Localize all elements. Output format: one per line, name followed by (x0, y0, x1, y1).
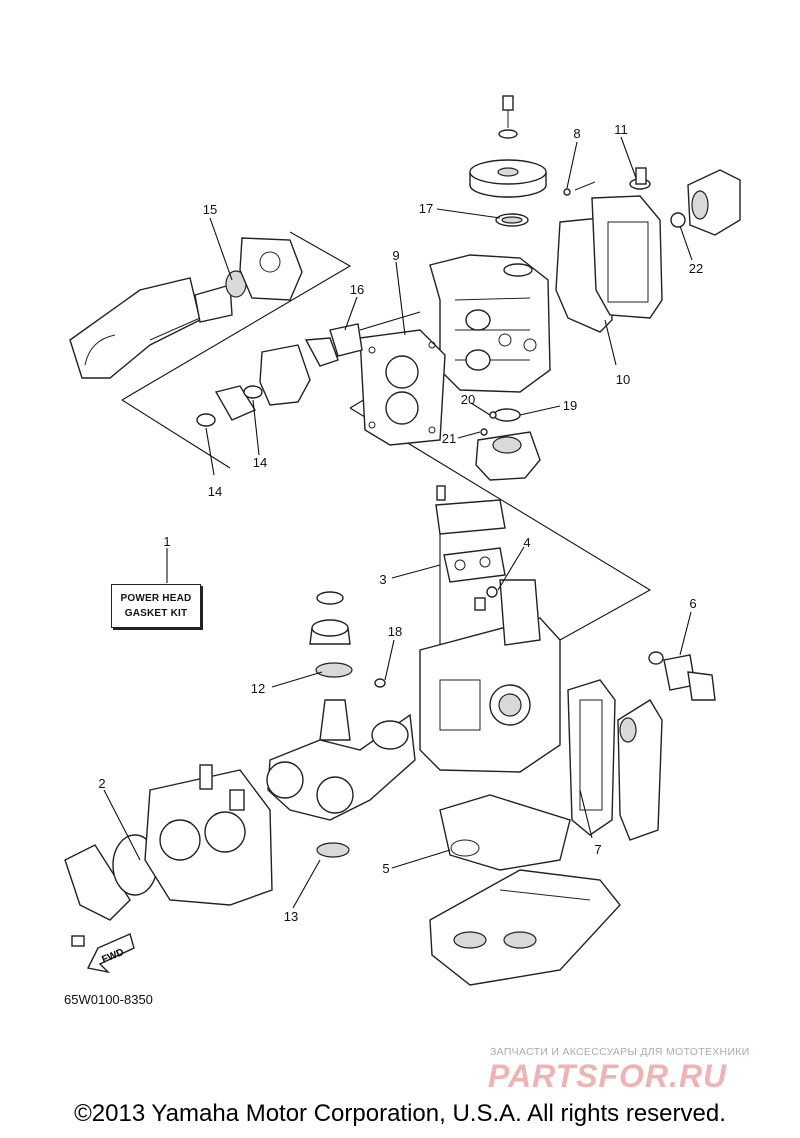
thermostat-cover (475, 408, 541, 481)
callout-14b: 14 (253, 455, 267, 470)
cylinder-head-gasket (359, 329, 446, 446)
gasket-kit-line1: POWER HEAD (120, 593, 192, 604)
callout-numbers: 1 2 3 4 5 6 7 8 9 10 11 12 13 14 14 15 1… (98, 122, 703, 924)
callout-11: 11 (614, 122, 628, 137)
callout-leaders (103, 136, 693, 909)
callout-6: 6 (689, 596, 696, 611)
crankcase-block (419, 485, 561, 773)
callout-2: 2 (98, 776, 105, 791)
part-code: 65W0100-8350 (64, 992, 153, 1007)
callout-4: 4 (523, 535, 530, 550)
watermark-logo: PARTSFOR.RU (488, 1058, 728, 1094)
callout-22: 22 (689, 261, 703, 276)
forward-arrow: FWD (86, 933, 135, 974)
gasket-kit-line2: GASKET KIT (124, 608, 188, 619)
callout-19: 19 (563, 398, 577, 413)
callout-15: 15 (203, 202, 217, 217)
base-gasket-casing (429, 794, 621, 986)
callout-18: 18 (388, 624, 402, 639)
gasket-kit-label: POWER HEAD GASKET KIT (111, 584, 201, 628)
callout-3: 3 (379, 572, 386, 587)
callout-21: 21 (442, 431, 456, 446)
callout-7: 7 (594, 842, 601, 857)
callout-8: 8 (573, 126, 580, 141)
flywheel (469, 95, 547, 198)
callout-20: 20 (461, 392, 475, 407)
callout-14a: 14 (208, 484, 222, 499)
exhaust-cover-gasket (555, 167, 741, 333)
callout-12: 12 (251, 681, 265, 696)
exhaust-cover-lower (567, 651, 716, 841)
copyright-notice: ©2013 Yamaha Motor Corporation, U.S.A. A… (74, 1100, 726, 1127)
watermark-caption: ЗАПЧАСТИ И АКСЕССУАРЫ ДЛЯ МОТОТЕХНИКИ (490, 1046, 750, 1058)
carburetor-intake (69, 237, 363, 427)
intake-manifold (64, 764, 273, 947)
crankshaft (266, 591, 416, 858)
callout-16: 16 (350, 282, 364, 297)
callout-9: 9 (392, 248, 399, 263)
callout-1: 1 (163, 534, 170, 549)
cylinder-head-upper (429, 213, 551, 393)
callout-17: 17 (419, 201, 433, 216)
callout-13: 13 (284, 909, 298, 924)
callout-10: 10 (616, 372, 630, 387)
callout-5: 5 (382, 861, 389, 876)
